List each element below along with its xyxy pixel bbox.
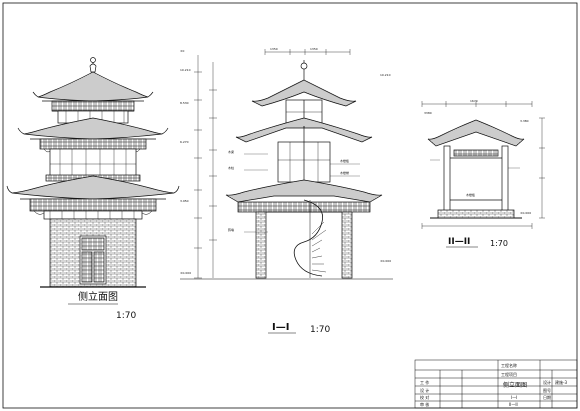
title-block-row-label-1: 工 作 bbox=[420, 379, 429, 385]
section-1-title: I—I bbox=[272, 322, 289, 333]
title-block bbox=[414, 359, 578, 409]
section-2-annotations: 3380 1670 3.380 ±0.000 木楼板 bbox=[424, 99, 531, 215]
svg-text:6.270: 6.270 bbox=[180, 140, 189, 144]
section-2-scale: 1:70 bbox=[490, 239, 508, 248]
side-elevation-title: 侧立面图 bbox=[78, 290, 118, 303]
side-elevation-drawing bbox=[6, 57, 180, 288]
section-2-title: II—II bbox=[448, 237, 470, 247]
title-block-row-label-3: 校 对 bbox=[420, 394, 429, 400]
svg-text:木楼梯: 木楼梯 bbox=[340, 170, 349, 175]
svg-text:1670: 1670 bbox=[470, 99, 478, 103]
svg-text:3380: 3380 bbox=[424, 111, 432, 115]
svg-text:木楼板: 木楼板 bbox=[340, 158, 349, 163]
title-block-drawing-no: 建施-3 bbox=[555, 379, 567, 385]
svg-text:10.210: 10.210 bbox=[380, 73, 391, 77]
title-block-row-label-2: 设 计 bbox=[420, 387, 429, 393]
title-block-work-label: 工程项目 bbox=[501, 371, 517, 377]
svg-text:3.380: 3.380 bbox=[520, 119, 529, 123]
svg-text:3.950: 3.950 bbox=[180, 199, 189, 203]
svg-text:砖墙: 砖墙 bbox=[228, 227, 234, 232]
title-block-project-label: 工程名称 bbox=[501, 362, 517, 368]
section-1-dim-labels: ±0 10.210 8.530 6.270 3.950 ±0.000 1350 … bbox=[180, 47, 391, 275]
title-block-designer-label: 设计 bbox=[543, 379, 551, 385]
svg-text:10.210: 10.210 bbox=[180, 68, 191, 72]
svg-text:1350: 1350 bbox=[270, 47, 278, 51]
svg-text:木楼板: 木楼板 bbox=[466, 192, 475, 197]
svg-text:木柱: 木柱 bbox=[228, 165, 234, 170]
svg-text:±0.000: ±0.000 bbox=[180, 271, 191, 275]
svg-text:±0: ±0 bbox=[180, 49, 185, 53]
title-block-row-label-4: 审 核 bbox=[420, 401, 429, 407]
title-block-section-ref-1: I—I bbox=[511, 395, 517, 400]
section-1-scale: 1:70 bbox=[310, 325, 330, 335]
svg-text:±0.000: ±0.000 bbox=[520, 211, 531, 215]
side-elevation-scale: 1:70 bbox=[116, 311, 136, 321]
title-block-date-label: 日期 bbox=[543, 394, 551, 400]
section-2-drawing bbox=[427, 119, 525, 219]
section-1-annotations: 木梁 木柱 砖墙 木楼板 木楼梯 bbox=[228, 149, 349, 232]
section-1-drawing bbox=[225, 60, 383, 279]
title-block-section-ref-2: II—II bbox=[509, 402, 518, 407]
svg-text:木梁: 木梁 bbox=[228, 149, 234, 154]
title-block-drawing-title: 侧立面图 bbox=[503, 381, 527, 389]
title-block-number-label: 图号 bbox=[543, 387, 551, 393]
svg-text:8.530: 8.530 bbox=[180, 101, 189, 105]
section-2-dimension-lines bbox=[421, 101, 545, 229]
section-1-dimension-lines bbox=[180, 49, 393, 280]
svg-text:±0.000: ±0.000 bbox=[380, 259, 391, 263]
svg-text:1350: 1350 bbox=[310, 47, 318, 51]
